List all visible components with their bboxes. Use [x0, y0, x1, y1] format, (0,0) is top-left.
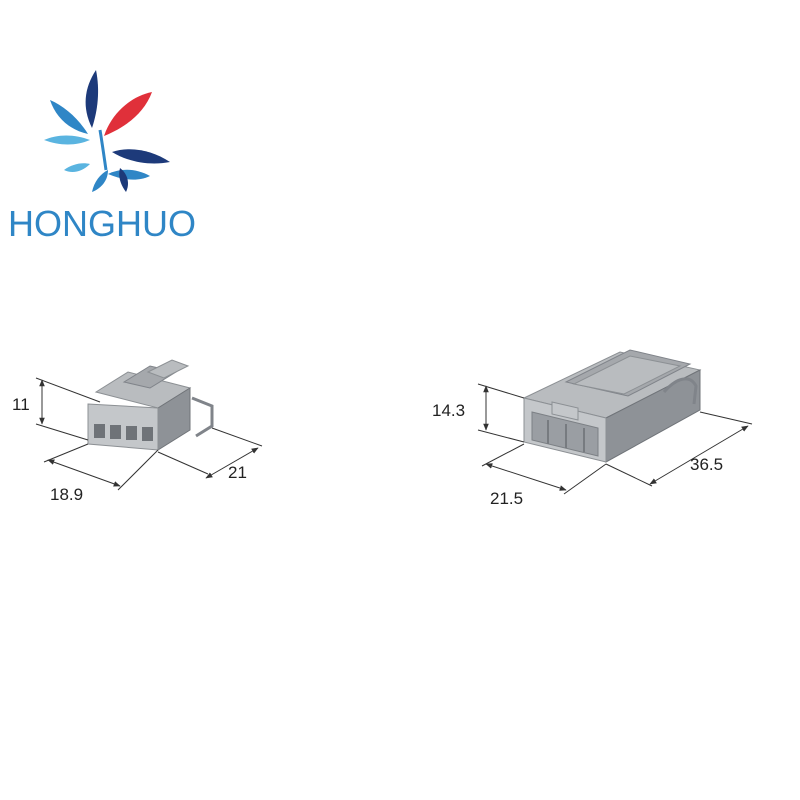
female-width-label: 18.9 [50, 485, 83, 504]
female-connector [87, 359, 214, 451]
female-dimensions: 11 18.9 21 [12, 377, 263, 504]
male-connector [522, 349, 702, 463]
flower-logo-icon [44, 70, 170, 192]
terminal-ribs [547, 420, 585, 452]
brand-logo: HONGHUO [8, 70, 196, 244]
female-height-label: 11 [12, 395, 30, 414]
terminal-holes [94, 424, 153, 441]
brand-name: HONGHUO [8, 203, 196, 244]
female-depth-label: 21 [228, 463, 247, 482]
male-width-label: 21.5 [490, 489, 523, 508]
male-depth-label: 36.5 [690, 455, 723, 474]
male-dimensions: 14.3 21.5 36.5 [432, 383, 753, 508]
male-height-label: 14.3 [432, 401, 465, 420]
